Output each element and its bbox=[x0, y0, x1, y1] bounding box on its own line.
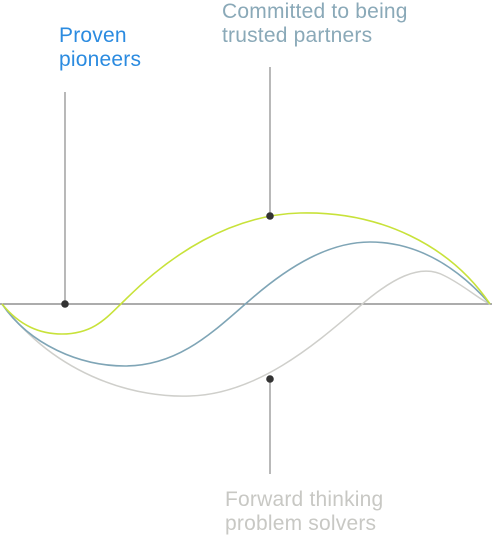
lime-wave-curve bbox=[1, 212, 491, 335]
blue-wave-curve bbox=[1, 241, 491, 367]
committed-label-line-1: Committed to being bbox=[222, 0, 408, 23]
gray-wave-curve bbox=[1, 270, 491, 397]
forward-label-line-1: Forward thinking bbox=[225, 488, 384, 511]
proven-label-line-1: Proven bbox=[59, 24, 127, 47]
forward-marker-dot bbox=[266, 375, 274, 383]
forward-thinking-label: Forward thinking problem solvers bbox=[225, 488, 383, 536]
committed-label-line-2: trusted partners bbox=[222, 24, 373, 47]
committed-partners-label: Committed to being trusted partners bbox=[222, 0, 408, 48]
proven-marker-dot bbox=[61, 300, 69, 308]
proven-pioneers-label: Proven pioneers bbox=[59, 24, 141, 72]
committed-marker-dot bbox=[266, 212, 274, 220]
forward-label-line-2: problem solvers bbox=[225, 512, 377, 535]
proven-label-line-2: pioneers bbox=[59, 48, 142, 71]
